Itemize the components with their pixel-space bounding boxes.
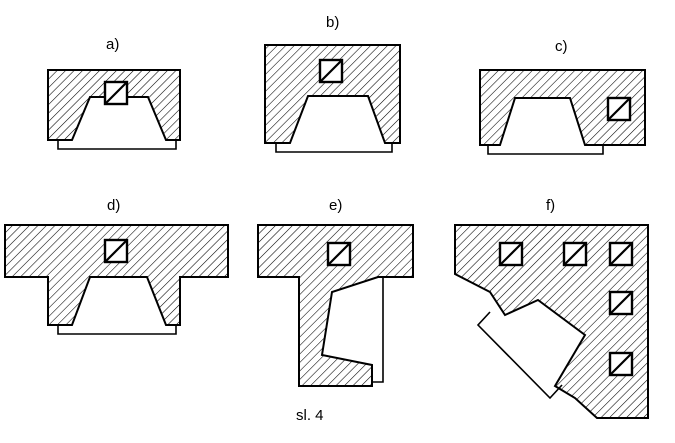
section-c — [479, 69, 646, 155]
section-b-base-plate — [275, 143, 393, 153]
section-a-base-plate — [57, 140, 177, 150]
section-a — [47, 69, 181, 150]
section-b-concrete — [264, 44, 401, 144]
figure-caption: sl. 4 — [296, 407, 324, 424]
label-e: e) — [329, 197, 343, 214]
section-a-concrete — [47, 69, 181, 141]
label-c: c) — [555, 38, 568, 55]
section-d-base-plate — [57, 325, 177, 335]
label-d: d) — [107, 197, 121, 214]
section-e-concrete — [257, 224, 414, 387]
section-f-concrete — [454, 224, 649, 419]
section-d-concrete — [4, 224, 229, 326]
section-c-concrete — [479, 69, 646, 146]
section-c-base-plate — [487, 145, 604, 155]
section-e — [257, 224, 414, 387]
section-e-side-plate — [372, 276, 384, 383]
section-b — [264, 44, 401, 153]
label-b: b) — [326, 14, 340, 31]
section-f — [454, 224, 649, 419]
label-f: f) — [546, 197, 556, 214]
section-f-reinforcement-bars — [498, 241, 634, 377]
label-a: a) — [106, 36, 120, 53]
section-f-diagonal-plate — [476, 311, 563, 400]
section-d — [4, 224, 229, 335]
